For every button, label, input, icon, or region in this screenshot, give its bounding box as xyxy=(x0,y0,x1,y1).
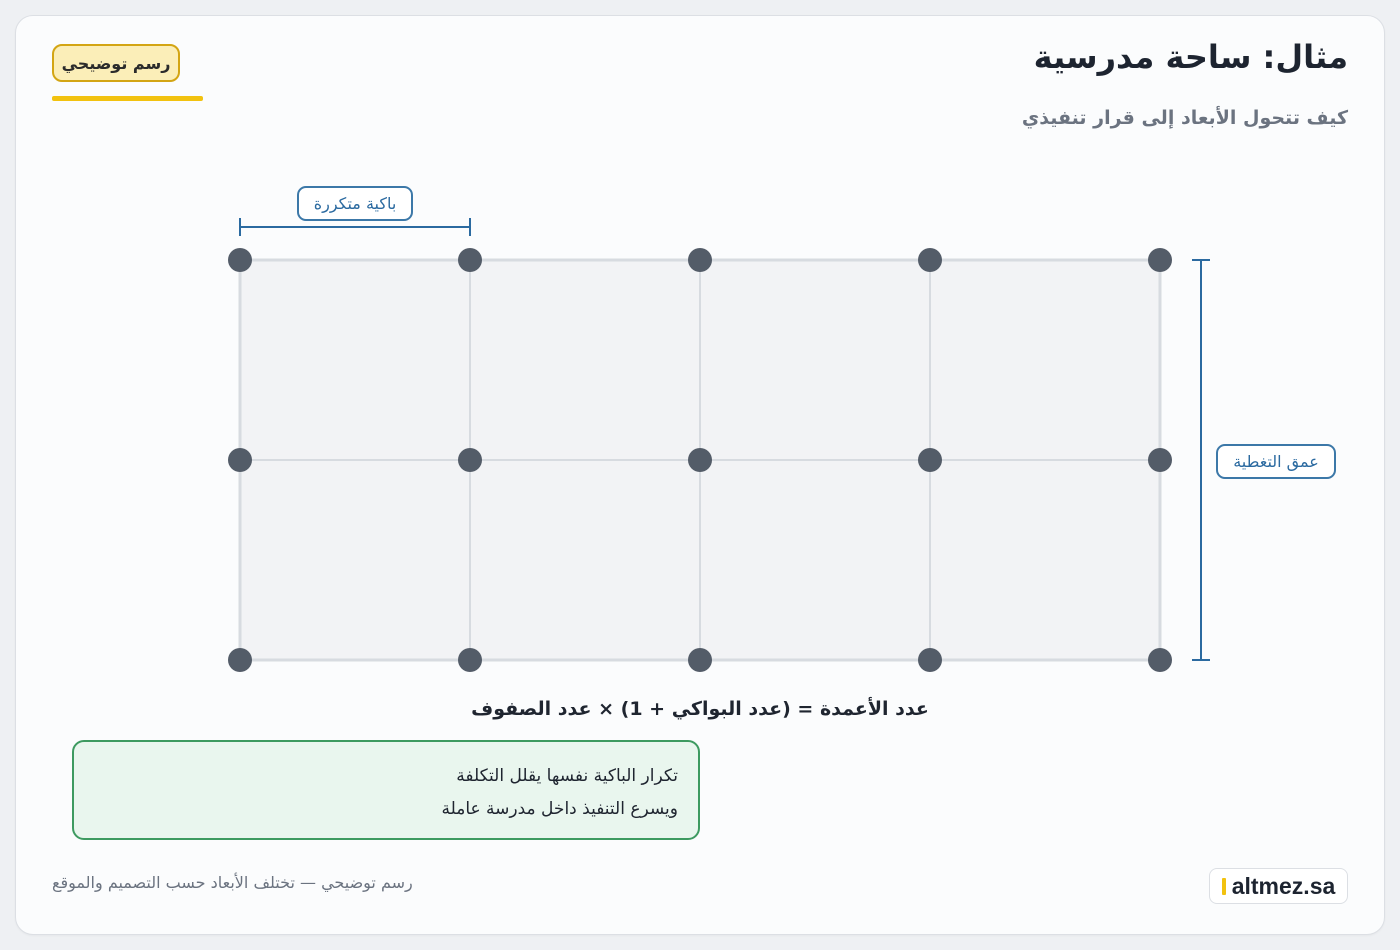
badge-underline xyxy=(52,96,203,101)
column-marker xyxy=(228,448,252,472)
column-marker xyxy=(458,248,482,272)
dimension-layer xyxy=(239,218,1210,661)
brand-logo[interactable]: altmez.sa xyxy=(1209,868,1348,904)
depth-label: عمق التغطية xyxy=(1216,444,1336,479)
column-marker xyxy=(918,448,942,472)
note-box: تكرار الباكية نفسها يقلل التكلفة ويسرع ا… xyxy=(72,740,700,840)
column-marker xyxy=(918,248,942,272)
column-marker xyxy=(1148,648,1172,672)
page-subtitle: كيف تتحول الأبعاد إلى قرار تنفيذي xyxy=(1021,107,1348,129)
column-marker xyxy=(918,648,942,672)
brand-accent-bar xyxy=(1221,877,1226,895)
column-marker xyxy=(228,648,252,672)
column-marker xyxy=(1148,448,1172,472)
bay-label: باكية متكررة xyxy=(297,186,413,221)
column-formula: عدد الأعمدة = (عدد البواكي + 1) × عدد ال… xyxy=(471,698,929,720)
column-marker xyxy=(228,248,252,272)
column-marker xyxy=(688,648,712,672)
illustration-badge: رسم توضيحي xyxy=(52,44,180,82)
column-marker xyxy=(688,248,712,272)
note-line-2: ويسرع التنفيذ داخل مدرسة عاملة xyxy=(441,799,678,819)
note-line-1: تكرار الباكية نفسها يقلل التكلفة xyxy=(456,766,678,786)
page-title: مثال: ساحة مدرسية xyxy=(1033,38,1348,76)
footer-caption: رسم توضيحي — تختلف الأبعاد حسب التصميم و… xyxy=(52,873,413,892)
column-marker xyxy=(458,648,482,672)
brand-text: altmez.sa xyxy=(1231,872,1336,899)
column-marker xyxy=(688,448,712,472)
column-marker xyxy=(1148,248,1172,272)
column-marker xyxy=(458,448,482,472)
column-layer xyxy=(228,248,1172,672)
